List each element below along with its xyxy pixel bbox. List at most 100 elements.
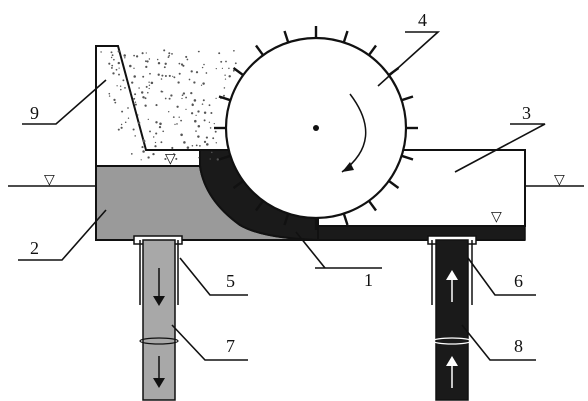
particle-dot bbox=[221, 67, 223, 69]
wheel-spike bbox=[342, 30, 349, 43]
particle-dot bbox=[195, 71, 199, 74]
particle-dot bbox=[214, 130, 217, 133]
label-4: 4 bbox=[418, 10, 427, 30]
particle-dot bbox=[134, 135, 136, 137]
particle-dot bbox=[113, 98, 116, 102]
particle-dot bbox=[115, 68, 118, 71]
particle-dot bbox=[185, 96, 188, 99]
particle-dot bbox=[171, 53, 173, 55]
particle-dot bbox=[205, 72, 208, 74]
left-outlet-pipe bbox=[133, 235, 183, 401]
particle-dot bbox=[168, 74, 171, 77]
particle-dot bbox=[182, 92, 186, 95]
particle-dot bbox=[208, 104, 211, 107]
label-7: 7 bbox=[226, 336, 235, 356]
particle-dot bbox=[145, 52, 147, 54]
label-5: 5 bbox=[226, 271, 235, 291]
particle-dot bbox=[171, 146, 174, 150]
particle-dot bbox=[130, 153, 133, 155]
particle-dot bbox=[210, 111, 213, 115]
particle-dot bbox=[118, 67, 120, 69]
particle-dot bbox=[215, 67, 217, 70]
particle-dot bbox=[134, 93, 137, 96]
particle-dot bbox=[117, 50, 120, 53]
particle-dot bbox=[185, 55, 188, 58]
particle-dot bbox=[172, 75, 174, 77]
particle-dot bbox=[180, 119, 183, 122]
wheel-spike bbox=[388, 179, 400, 189]
particle-dot bbox=[233, 49, 235, 52]
particle-dot bbox=[124, 87, 126, 89]
wheel-spike bbox=[283, 213, 290, 226]
particle-dot bbox=[114, 101, 117, 104]
particle-dot bbox=[193, 99, 197, 102]
level-mark-outer-left: ▽ bbox=[44, 173, 55, 188]
particle-dot bbox=[148, 58, 151, 60]
leader-lines bbox=[18, 31, 546, 361]
particle-dot bbox=[203, 111, 207, 114]
particle-dot bbox=[172, 116, 175, 118]
particle-dot bbox=[157, 73, 160, 76]
particle-dot bbox=[122, 79, 125, 82]
wheel-spike bbox=[401, 154, 414, 161]
particle-dot bbox=[161, 74, 164, 77]
particle-dot bbox=[124, 57, 126, 59]
particle-dot bbox=[168, 111, 170, 113]
wheel-spike bbox=[255, 200, 265, 212]
particle-dot bbox=[163, 49, 166, 52]
particle-dot bbox=[173, 76, 176, 79]
particle-dot bbox=[176, 123, 178, 125]
particle-dot bbox=[186, 146, 190, 149]
particle-dot bbox=[133, 54, 135, 57]
particle-dot bbox=[168, 52, 171, 55]
particle-dot bbox=[197, 125, 201, 128]
particle-dot bbox=[142, 96, 145, 99]
particle-dot bbox=[155, 132, 158, 135]
particle-dot bbox=[205, 136, 208, 139]
particle-dot bbox=[116, 85, 118, 87]
particle-dot bbox=[164, 74, 167, 78]
particle-dot bbox=[197, 110, 200, 113]
particle-dot bbox=[181, 97, 183, 100]
particle-dot bbox=[190, 112, 194, 115]
particle-dot bbox=[197, 135, 200, 138]
particle-dot bbox=[123, 54, 126, 57]
label-8: 8 bbox=[514, 336, 523, 356]
particle-dot bbox=[175, 157, 178, 160]
particle-dot bbox=[137, 121, 141, 125]
particle-dot bbox=[168, 54, 170, 57]
particle-dot bbox=[170, 94, 173, 97]
particle-dot bbox=[168, 97, 171, 100]
particle-dot bbox=[112, 72, 115, 75]
particle-dot bbox=[111, 54, 114, 57]
particle-dot bbox=[225, 60, 227, 63]
dark-bottom-strip bbox=[299, 225, 526, 241]
particle-dot bbox=[213, 123, 215, 125]
particle-dot bbox=[201, 103, 204, 105]
particle-dot bbox=[223, 94, 225, 97]
particle-dot bbox=[141, 52, 144, 55]
particle-dot bbox=[162, 130, 165, 133]
particle-dot bbox=[164, 97, 167, 100]
particle-dot bbox=[138, 87, 140, 89]
particle-dot bbox=[134, 103, 137, 106]
level-mark-hopper: ▽ bbox=[165, 152, 176, 167]
particle-dot bbox=[148, 84, 151, 87]
particle-dot bbox=[141, 146, 144, 149]
particle-dot bbox=[147, 91, 149, 94]
particle-dot bbox=[129, 64, 132, 68]
label-9: 9 bbox=[30, 103, 39, 123]
particle-dot bbox=[232, 69, 235, 72]
particle-dot bbox=[208, 121, 211, 123]
particle-dot bbox=[161, 91, 164, 93]
particle-dot bbox=[127, 107, 129, 109]
particle-dot bbox=[215, 97, 217, 100]
rotation-arrowhead bbox=[342, 162, 354, 172]
particle-dot bbox=[202, 82, 205, 85]
particle-dot bbox=[183, 141, 186, 144]
particle-dot bbox=[177, 81, 180, 84]
particle-dot bbox=[182, 64, 185, 67]
particle-dot bbox=[149, 130, 151, 133]
particle-dot bbox=[108, 92, 111, 95]
